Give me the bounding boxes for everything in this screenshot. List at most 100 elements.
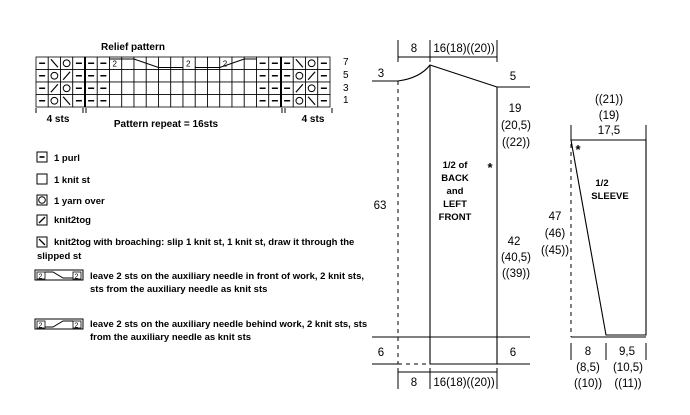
chart-cell (133, 69, 147, 83)
body-bottom-left-width: 8 (411, 377, 417, 389)
row-number-7: 7 (343, 57, 349, 68)
sleeve-length-3: ((45)) (541, 245, 569, 257)
chart-cell (292, 69, 306, 83)
sleeve-bottom-left-1: 8 (585, 346, 591, 358)
chart-cell (194, 94, 208, 108)
edge-left-label: 4 sts (47, 114, 70, 125)
broaching-backslash-icon (50, 58, 59, 68)
k2tog-slash-icon (307, 71, 316, 81)
row-number-3: 3 (343, 83, 349, 94)
cable-back-number-right: 2 (75, 323, 79, 330)
chart-cell (158, 69, 172, 83)
yarn-over-circle-icon (50, 71, 59, 80)
body-shoulder-drop: 5 (510, 71, 516, 83)
chart-cell (60, 81, 74, 95)
repeat-bracket (85, 108, 283, 113)
body-label-line3: and (447, 186, 464, 197)
sleeve-star-marker: * (575, 142, 581, 157)
chart-cell (292, 94, 306, 108)
body-piece-schematic: 8 16(18)((20)) 3 63 6 1/2 of BACK and LE… (372, 40, 531, 389)
cable-cross-line (109, 58, 183, 68)
sleeve-length-1: 47 (549, 211, 562, 223)
legend-cable-back-line1: leave 2 sts on the auxiliary needle behi… (90, 319, 367, 330)
chart-cell (109, 69, 123, 83)
body-side-1: 42 (508, 236, 521, 248)
chart-cell (219, 81, 233, 95)
chart-cell (182, 81, 196, 95)
chart-cell (170, 69, 184, 83)
cable-number: 2 (186, 59, 191, 68)
yarn-over-circle-icon (50, 96, 59, 105)
k2tog-slash-icon (62, 71, 71, 81)
sleeve-length-2: (46) (545, 228, 566, 240)
sleeve-bottom-right-2: (10,5) (613, 362, 643, 374)
body-star-marker: * (487, 160, 493, 175)
legend-broaching-line2: slipped st (37, 251, 82, 262)
yarn-over-circle-icon (38, 196, 46, 204)
chart-cell (170, 94, 184, 108)
body-side-2: (40,5) (501, 252, 531, 264)
chart-cell (145, 81, 159, 95)
sleeve-top-width-3: 17,5 (598, 125, 620, 137)
chart-cell (121, 94, 135, 108)
chart-cell (194, 81, 208, 95)
k2tog-slash-icon (50, 83, 59, 93)
body-top-right-width: 16(18)((20)) (433, 43, 495, 55)
chart-cell (133, 94, 147, 108)
chart-cell (121, 81, 135, 95)
chart-cell (109, 94, 123, 108)
chart-cell (231, 69, 245, 83)
cable-front-number-left: 2 (39, 274, 43, 281)
broaching-backslash-icon (307, 96, 316, 106)
chart-cell (207, 81, 221, 95)
body-neck-depth: 3 (378, 68, 384, 80)
legend-broaching-line1: knit2tog with broaching: slip 1 knit st,… (54, 237, 354, 248)
body-label-line5: FRONT (439, 212, 472, 223)
body-armhole-3: ((22)) (502, 137, 530, 149)
body-side-3: ((39)) (502, 268, 530, 280)
chart-cell (47, 94, 61, 108)
repeat-label: Pattern repeat = 16sts (114, 119, 219, 130)
edge-right-label: 4 sts (302, 114, 325, 125)
body-rib-left: 6 (378, 347, 384, 359)
chart-cell (47, 69, 61, 83)
chart-cell (145, 56, 159, 70)
knit-symbol (36, 173, 48, 185)
sleeve-bottom-right-1: 9,5 (619, 346, 635, 358)
chart-cell (182, 69, 196, 83)
chart-cell (158, 94, 172, 108)
body-label-line1: 1/2 of (443, 160, 469, 171)
yarn-over-circle-icon (295, 71, 304, 80)
chart-cell (243, 81, 257, 95)
row-number-1: 1 (343, 95, 349, 106)
cable-back-symbol: 2 2 (34, 318, 84, 330)
k2tog-slash-icon (38, 216, 46, 224)
legend-purl-text: 1 purl (54, 153, 80, 164)
chart-cell (207, 94, 221, 108)
legend-k2tog-text: knit2tog (54, 215, 91, 226)
cable-front-number-right: 2 (75, 274, 79, 281)
chart-cell (182, 94, 196, 108)
broaching-backslash-icon (295, 58, 304, 68)
body-bottom-right-width: 16(18)((20)) (433, 377, 495, 389)
body-armhole-2: (20,5) (501, 120, 531, 132)
chart-cell (219, 69, 233, 83)
yarn-over-circle-icon (307, 59, 316, 68)
cable-front-symbol: 2 2 (34, 269, 84, 281)
cable-number: 2 (223, 59, 228, 68)
chart-cell (305, 56, 319, 70)
body-top-left-width: 8 (411, 43, 417, 55)
chart-cell (231, 56, 245, 70)
legend-knit-text: 1 knit st (54, 175, 91, 186)
body-label-line4: LEFT (443, 199, 467, 210)
chart-cell (121, 69, 135, 83)
yarn-over-circle-icon (295, 96, 304, 105)
body-label-line2: BACK (441, 173, 469, 184)
chart-cell (243, 94, 257, 108)
chart-cell (145, 94, 159, 108)
cable-back-number-left: 2 (39, 323, 43, 330)
chart-title: Relief pattern (101, 42, 165, 53)
broaching-backslash-icon (38, 238, 46, 246)
yarn-over-circle-icon (62, 84, 71, 93)
